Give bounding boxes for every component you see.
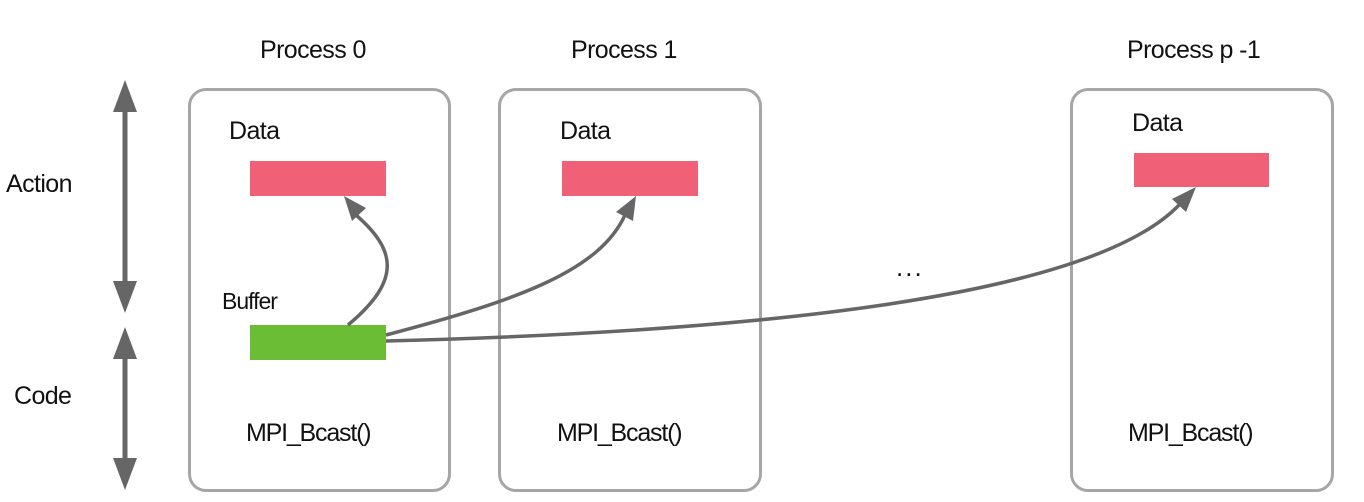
broadcast-arrow-to-process-1 — [385, 196, 636, 337]
process-p-minus-1-title: Process p -1 — [1127, 36, 1261, 64]
action-double-arrow — [113, 80, 137, 313]
process-p-minus-1-box — [1070, 88, 1334, 492]
buffer-bar — [250, 325, 386, 360]
process-0-box — [188, 88, 451, 492]
process-1-box — [498, 88, 762, 492]
broadcast-arrow-to-process-p-minus-1 — [385, 187, 1196, 343]
process-p-minus-1-data-label: Data — [1132, 109, 1183, 137]
code-label: Code — [14, 382, 72, 410]
action-label: Action — [6, 170, 72, 198]
process-0-title: Process 0 — [260, 36, 366, 64]
process-1-data-bar — [562, 161, 698, 196]
code-double-arrow — [113, 327, 137, 490]
process-0-data-label: Data — [229, 117, 280, 145]
buffer-label: Buffer — [222, 288, 278, 314]
ellipsis: ... — [896, 252, 924, 282]
process-0-code-label: MPI_Bcast() — [246, 419, 372, 447]
process-p-minus-1-code-label: MPI_Bcast() — [1128, 419, 1254, 447]
process-1-data-label: Data — [560, 117, 611, 145]
process-p-minus-1-data-bar — [1134, 153, 1269, 187]
process-0-data-bar — [250, 161, 386, 196]
process-1-title: Process 1 — [571, 36, 677, 64]
process-1-code-label: MPI_Bcast() — [557, 419, 683, 447]
broadcast-arrow-to-process-0 — [344, 196, 389, 327]
